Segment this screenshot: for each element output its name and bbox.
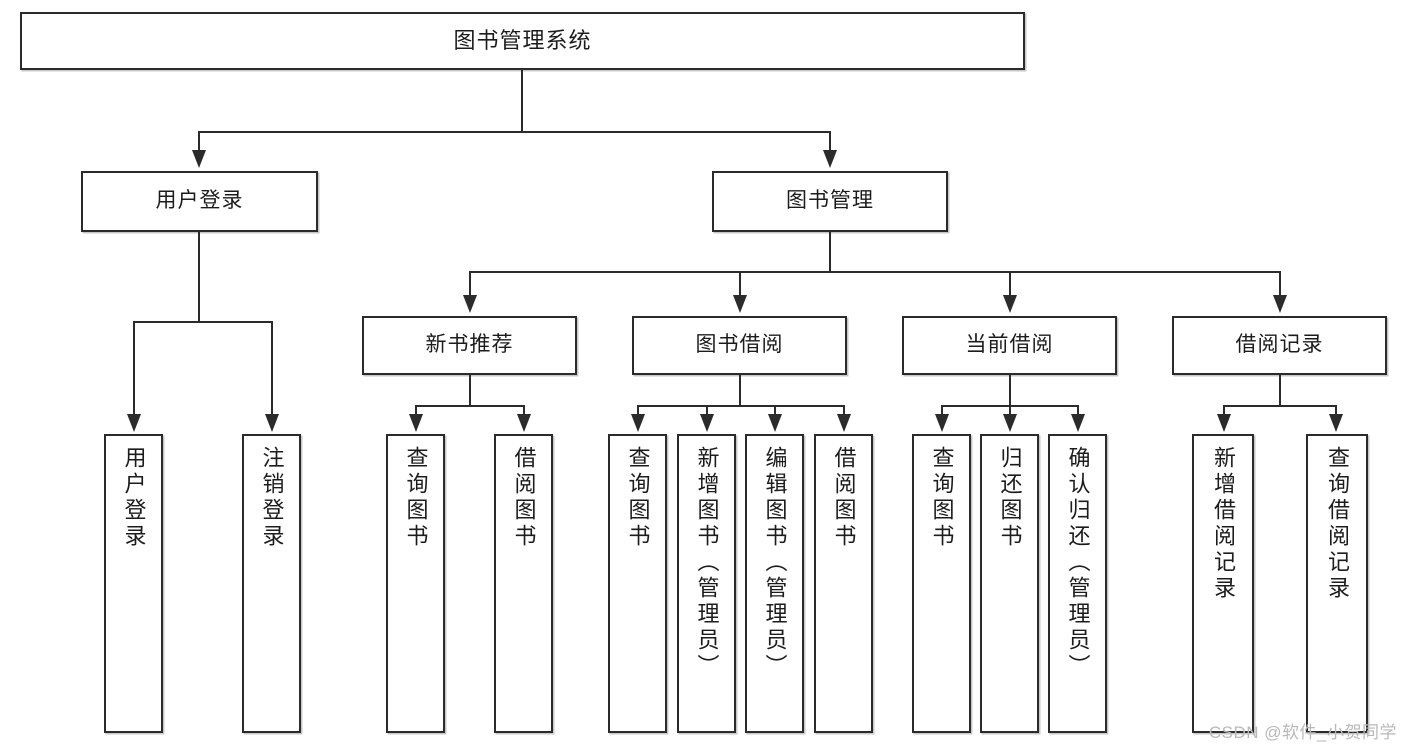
- leaf-current-borrow-query-book[interactable]: 查询图书: [912, 434, 971, 733]
- connector-book-borrow-bus: [637, 405, 845, 407]
- connector-new-book-bus: [415, 405, 525, 407]
- connector-new-book-to-leaf-2: [523, 405, 525, 416]
- leaf-current-borrow-confirm-return-admin[interactable]: 确认归还（管理员）: [1048, 434, 1107, 733]
- node-label: 图书借阅: [695, 333, 784, 357]
- node-label: 查询图书: [625, 446, 651, 550]
- arrowhead-user-login-to-leaf-1: [127, 414, 141, 432]
- connector-book-management-stem: [829, 232, 831, 272]
- connector-root-to-book-management: [829, 131, 831, 153]
- node-label: 借阅图书: [831, 446, 857, 550]
- connector-new-book-stem: [469, 375, 471, 406]
- connector-root-bus: [198, 131, 831, 133]
- leaf-book-borrow-edit-book-admin[interactable]: 编辑图书（管理员）: [745, 434, 804, 733]
- arrowhead-bb-to-leaf-2: [700, 414, 714, 432]
- node-label: 用户登录: [155, 189, 244, 213]
- node-label: 归还图书: [997, 446, 1023, 550]
- arrowhead-bm-to-borrow-record: [1273, 295, 1287, 313]
- arrowhead-bm-to-book-borrow: [733, 295, 747, 313]
- arrowhead-new-book-to-leaf-1: [409, 414, 423, 432]
- leaf-borrow-record-query-record[interactable]: 查询借阅记录: [1306, 434, 1368, 733]
- arrowhead-bm-to-current-borrow: [1003, 295, 1017, 313]
- connector-cb-to-leaf-2: [1009, 405, 1011, 416]
- arrowhead-cb-to-leaf-2: [1003, 414, 1017, 432]
- leaf-current-borrow-return-book[interactable]: 归还图书: [980, 434, 1039, 733]
- connector-current-borrow-stem: [1009, 375, 1011, 406]
- connector-bm-to-borrow-record: [1279, 271, 1281, 297]
- leaf-book-borrow-borrow-book[interactable]: 借阅图书: [814, 434, 873, 733]
- node-label: 查询借阅记录: [1325, 446, 1350, 602]
- connector-br-to-leaf-1: [1223, 405, 1225, 416]
- leaf-new-book-query-book[interactable]: 查询图书: [386, 434, 445, 733]
- connector-bm-to-new-book: [469, 271, 471, 297]
- leaf-new-book-borrow-book[interactable]: 借阅图书: [494, 434, 553, 733]
- node-label: 新书推荐: [425, 333, 514, 357]
- node-current-borrow[interactable]: 当前借阅: [902, 316, 1117, 375]
- connector-cb-to-leaf-3: [1077, 405, 1079, 416]
- connector-bb-to-leaf-1: [637, 405, 639, 416]
- connector-user-login-stem: [198, 232, 200, 322]
- arrowhead-root-to-user-login: [192, 150, 206, 168]
- node-new-book-recommend[interactable]: 新书推荐: [362, 316, 577, 375]
- node-label: 图书管理系统: [453, 28, 592, 54]
- connector-new-book-to-leaf-1: [415, 405, 417, 416]
- node-label: 查询图书: [929, 446, 955, 550]
- arrowhead-bm-to-new-book: [463, 295, 477, 313]
- connector-user-login-to-leaf-2: [271, 321, 273, 416]
- node-label: 新增图书（管理员）: [694, 446, 720, 680]
- arrowhead-new-book-to-leaf-2: [517, 414, 531, 432]
- connector-user-login-to-leaf-1: [133, 321, 135, 416]
- leaf-book-borrow-add-book-admin[interactable]: 新增图书（管理员）: [677, 434, 736, 733]
- leaf-borrow-record-add-record[interactable]: 新增借阅记录: [1192, 434, 1254, 733]
- connector-book-borrow-stem: [739, 375, 741, 406]
- node-label: 查询图书: [403, 446, 429, 550]
- connector-bb-to-leaf-3: [774, 405, 776, 416]
- node-user-login[interactable]: 用户登录: [81, 171, 318, 232]
- node-book-management[interactable]: 图书管理: [712, 171, 948, 232]
- connector-bb-to-leaf-2: [706, 405, 708, 416]
- node-label: 借阅图书: [511, 446, 537, 550]
- arrowhead-br-to-leaf-1: [1217, 414, 1231, 432]
- node-root-book-management-system[interactable]: 图书管理系统: [20, 12, 1025, 70]
- connector-root-stem: [521, 70, 523, 132]
- arrowhead-user-login-to-leaf-2: [265, 414, 279, 432]
- arrowhead-bb-to-leaf-1: [631, 414, 645, 432]
- leaf-user-login-login[interactable]: 用户登录: [104, 434, 163, 733]
- node-book-borrow[interactable]: 图书借阅: [632, 316, 847, 375]
- connector-bb-to-leaf-4: [843, 405, 845, 416]
- leaf-book-borrow-query-book[interactable]: 查询图书: [608, 434, 667, 733]
- node-label: 注销登录: [259, 446, 285, 550]
- connector-br-to-leaf-2: [1335, 405, 1337, 416]
- node-label: 新增借阅记录: [1211, 446, 1236, 602]
- node-label: 当前借阅: [965, 333, 1054, 357]
- arrowhead-bb-to-leaf-3: [768, 414, 782, 432]
- node-label: 图书管理: [786, 189, 874, 213]
- connector-root-to-user-login: [198, 131, 200, 153]
- node-label: 借阅记录: [1235, 333, 1324, 357]
- arrowhead-br-to-leaf-2: [1329, 414, 1343, 432]
- connector-user-login-bus: [133, 321, 273, 323]
- connector-borrow-record-stem: [1279, 375, 1281, 406]
- connector-bm-to-current-borrow: [1009, 271, 1011, 297]
- connector-bm-to-book-borrow: [739, 271, 741, 297]
- node-label: 确认归还（管理员）: [1065, 446, 1091, 680]
- leaf-user-login-logout[interactable]: 注销登录: [242, 434, 301, 733]
- arrowhead-bb-to-leaf-4: [837, 414, 851, 432]
- node-borrow-record[interactable]: 借阅记录: [1172, 316, 1387, 375]
- connector-cb-to-leaf-1: [941, 405, 943, 416]
- arrowhead-cb-to-leaf-3: [1071, 414, 1085, 432]
- node-label: 用户登录: [121, 446, 147, 550]
- node-label: 编辑图书（管理员）: [762, 446, 788, 680]
- connector-borrow-record-bus: [1223, 405, 1337, 407]
- arrowhead-root-to-book-management: [823, 150, 837, 168]
- arrowhead-cb-to-leaf-1: [935, 414, 949, 432]
- connector-book-management-bus: [469, 271, 1281, 273]
